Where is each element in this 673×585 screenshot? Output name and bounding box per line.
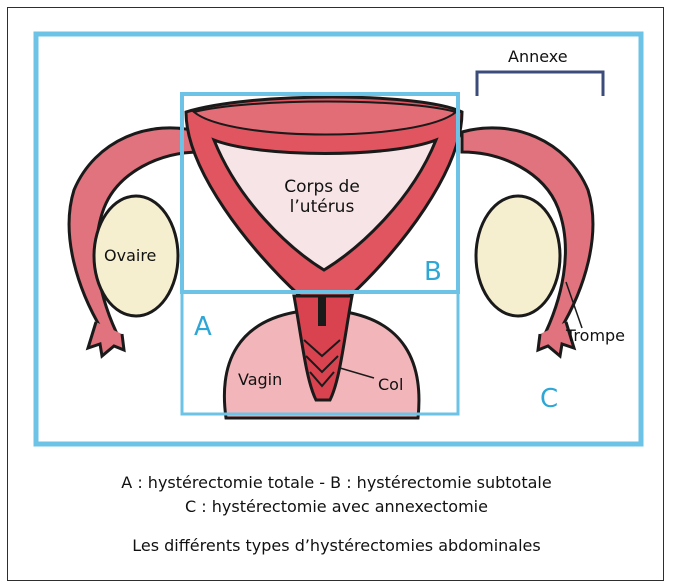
label-ovaire: Ovaire (104, 246, 156, 265)
label-col: Col (378, 375, 403, 394)
caption-line-1: A : hystérectomie totale - B : hystérect… (0, 473, 673, 492)
annexe-bracket (477, 72, 603, 96)
left-fimbriae (88, 322, 124, 356)
label-region-a: A (194, 312, 212, 342)
caption-line-2: C : hystérectomie avec annexectomie (0, 497, 673, 516)
label-corps-line1: Corps de (284, 177, 360, 197)
label-vagin: Vagin (238, 370, 282, 389)
label-region-c: C (540, 384, 558, 414)
label-annexe: Annexe (508, 47, 568, 66)
label-trompe: Trompe (565, 326, 625, 345)
label-corps-line2: l’utérus (290, 197, 355, 217)
label-region-b: B (424, 257, 442, 287)
figure-title: Les différents types d’hystérectomies ab… (0, 536, 673, 555)
cervical-canal (318, 296, 326, 326)
right-ovary (476, 196, 560, 316)
uterus-diagram: Annexe Corps de l’utérus Ovaire Trompe V… (0, 0, 673, 470)
